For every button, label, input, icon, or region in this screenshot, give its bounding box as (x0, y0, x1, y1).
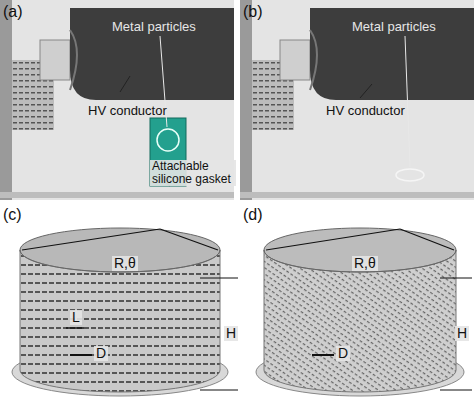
part-label: Metal particles (112, 20, 196, 34)
dimension-label: L (70, 310, 82, 325)
slotted-cylinder (12, 228, 238, 396)
dimension-label: D (336, 346, 350, 361)
part-label: HV conductor (88, 104, 167, 118)
part-label: HV conductor (326, 104, 405, 118)
dimension-label: R,θ (112, 256, 138, 271)
dimension-label: D (94, 346, 108, 361)
panel-label: (d) (243, 206, 263, 224)
part-label: Attachable silicone gasket (150, 160, 236, 186)
panel-b (240, 0, 474, 200)
perforated-cylinder (256, 228, 472, 396)
panel-label: (a) (3, 3, 23, 21)
dimension-label: H (455, 326, 469, 341)
dimension-label: H (224, 326, 238, 341)
part-label: Metal particles (352, 20, 436, 34)
panel-label: (b) (243, 3, 263, 21)
dimension-label: R,θ (352, 256, 378, 271)
panel-label: (c) (3, 206, 22, 224)
